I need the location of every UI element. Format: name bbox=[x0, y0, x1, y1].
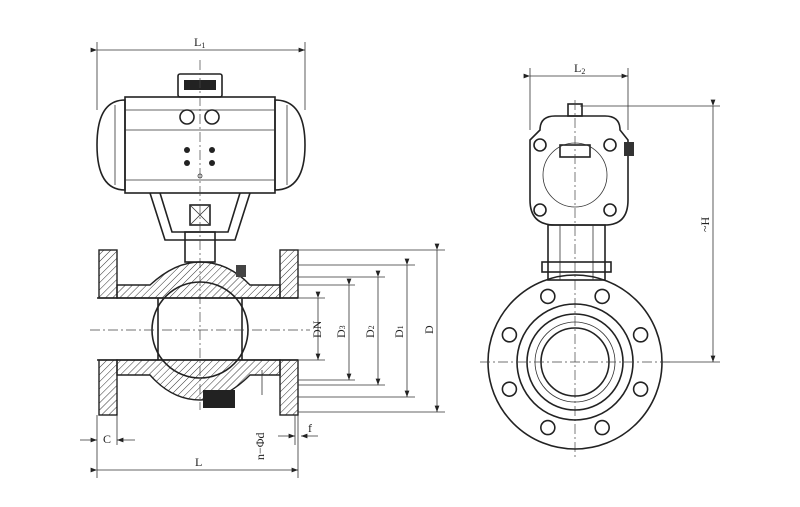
pneumatic-actuator bbox=[96, 73, 306, 194]
bolt-hole bbox=[594, 288, 610, 305]
flange-side bbox=[480, 274, 670, 450]
l1-dimension: L1 bbox=[90, 35, 306, 110]
d3-label: D3 bbox=[334, 325, 348, 338]
l-label: L bbox=[195, 455, 202, 469]
c-label: C bbox=[103, 432, 111, 446]
actuator-side bbox=[529, 100, 634, 460]
front-view: L1 bbox=[80, 35, 445, 478]
valve-body bbox=[90, 249, 310, 416]
bolt-holes-label: n−Φd bbox=[253, 432, 267, 460]
d1-label: D1 bbox=[392, 325, 406, 338]
bolt-hole bbox=[501, 381, 518, 397]
bolt-hole bbox=[632, 381, 649, 397]
stem-bracket-side bbox=[541, 224, 612, 281]
l2-dimension: L2 bbox=[523, 61, 629, 130]
bolt-hole bbox=[540, 288, 556, 305]
diameter-dimensions: DN D3 D2 D1 D bbox=[298, 243, 445, 413]
h-dimension: ~H bbox=[580, 99, 720, 363]
bolt-hole bbox=[594, 419, 610, 436]
l1-label: L1 bbox=[194, 35, 205, 50]
bottom-dimensions: C L n−Φd f bbox=[80, 370, 318, 478]
bolt-hole bbox=[501, 327, 518, 343]
mounting-bracket bbox=[149, 60, 251, 410]
bolt-hole bbox=[632, 327, 649, 343]
dn-label: DN bbox=[310, 320, 324, 338]
bolt-holes bbox=[501, 288, 649, 436]
h-label: ~H bbox=[698, 217, 712, 232]
bolt-hole bbox=[540, 419, 556, 436]
f-label: f bbox=[308, 421, 312, 435]
l2-label: L2 bbox=[574, 61, 585, 76]
d2-label: D2 bbox=[363, 325, 377, 338]
side-view: L2 ~H bbox=[480, 61, 720, 460]
d-label: D bbox=[422, 325, 436, 334]
